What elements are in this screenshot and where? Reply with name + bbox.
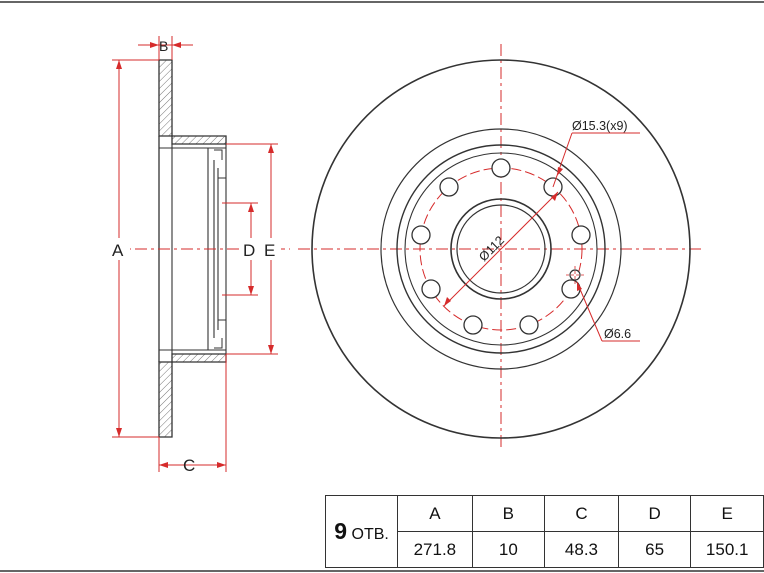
disc-braking-surface-inner: [380, 128, 622, 370]
holes-cell: 9 ОТВ.: [324, 495, 399, 568]
side-hub-boss: [214, 149, 226, 349]
bolt-hole: [491, 158, 511, 178]
label-c: C: [183, 456, 195, 475]
hole-callout-leader: [552, 132, 640, 188]
bolt-hole: [421, 279, 441, 299]
small-hole-leader: [576, 281, 640, 342]
dimension-b: [138, 36, 193, 60]
value-e: 150.1: [690, 531, 764, 568]
small-hole: [566, 266, 584, 284]
header-e: E: [690, 495, 764, 532]
label-d: D: [243, 241, 255, 260]
bolt-hole: [519, 315, 539, 335]
spec-table-header-row: 9 ОТВ. A B C D E: [324, 495, 764, 568]
front-view: Ø15.3(x9) Ø6.6 Ø112: [298, 44, 705, 450]
bolt-circle-label: Ø112: [476, 233, 507, 264]
side-view: A B C D E: [108, 36, 290, 475]
bolt-circle-dimension: [443, 191, 559, 307]
bolt-hole: [439, 177, 459, 197]
label-b: B: [159, 38, 168, 54]
bolt-holes: [411, 158, 591, 335]
spec-table-value-row: 271.8 10 48.3 65 150.1: [326, 531, 764, 568]
small-hole-label: Ø6.6: [604, 327, 631, 341]
bolt-hole: [411, 225, 431, 245]
center-bore-inner: [456, 204, 546, 294]
center-bore-outer: [450, 198, 552, 300]
value-c: 48.3: [544, 531, 619, 568]
hole-callout-label: Ø15.3(x9): [572, 119, 628, 133]
bolt-hole: [571, 225, 591, 245]
bolt-hole: [463, 315, 483, 335]
value-b: 10: [471, 531, 546, 568]
value-d: 65: [617, 531, 692, 568]
header-a: A: [397, 495, 473, 532]
header-d: D: [617, 495, 692, 532]
holes-suffix: ОТВ.: [347, 526, 389, 543]
value-a: 271.8: [397, 531, 473, 568]
spec-table: 9 ОТВ. A B C D E 271.8 10 48.3 65 150.1: [324, 495, 764, 568]
label-a: A: [112, 241, 124, 260]
header-b: B: [471, 495, 546, 532]
disc-outer-edge: [311, 59, 691, 439]
holes-count: 9: [334, 518, 348, 544]
hat-outer-edge: [396, 144, 606, 354]
dimension-c: [158, 354, 227, 472]
label-e: E: [264, 241, 275, 260]
header-c: C: [544, 495, 619, 532]
hat-inner-edge: [404, 152, 598, 346]
